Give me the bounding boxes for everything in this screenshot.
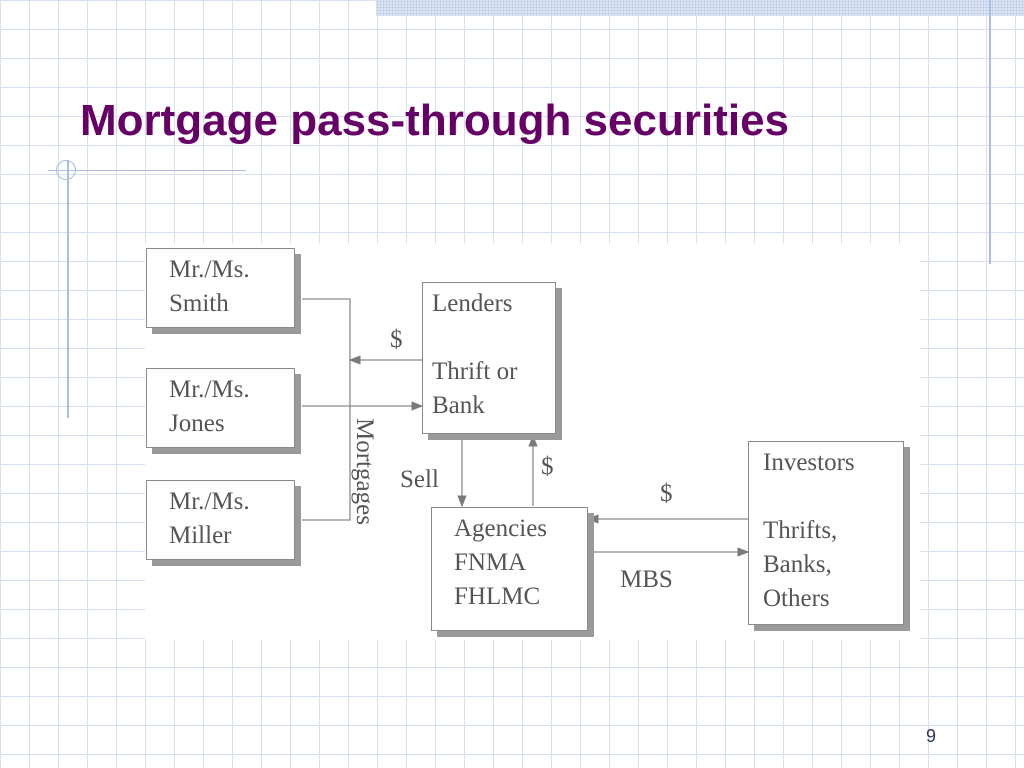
investors-thrifts: Thrifts, [763,517,838,544]
smith-name: Smith [169,290,229,317]
investors-box: Investors Thrifts, Banks, Others [748,441,904,625]
slide-title: Mortgage pass-through securities [80,96,790,145]
agencies-heading: Agencies [454,515,548,542]
mortgages-collector-line [302,298,351,521]
agencies-fhlmc: FHLMC [454,583,541,610]
lenders-type-line-1: Thrift or [432,358,518,385]
right-decorative-rule [989,0,991,264]
investors-heading: Investors [763,449,855,476]
dollar-to-lenders-label: $ [541,453,554,480]
smith-title: Mr./Ms. [169,256,250,283]
mortgages-label: Mortgages [351,418,378,525]
lenders-heading: Lenders [432,290,513,317]
sell-label: Sell [400,466,439,493]
jones-title: Mr./Ms. [169,376,250,403]
left-decorative-rule [67,160,69,418]
lenders-box: Lenders Thrift or Bank [422,282,556,434]
top-decorative-band [376,0,1024,16]
agencies-box: Agencies FNMA FHLMC [431,507,588,631]
investors-others: Others [763,585,830,612]
investors-banks: Banks, [763,551,832,578]
smith-box: Mr./Ms. Smith [146,248,295,328]
title-rule-circle [56,160,76,180]
miller-box: Mr./Ms. Miller [146,480,295,560]
dollar-to-agencies-label: $ [660,480,673,507]
dollar-to-homeowners-label: $ [390,326,403,353]
jones-box: Mr./Ms. Jones [146,368,295,448]
miller-title: Mr./Ms. [169,488,250,515]
lenders-type-line-2: Bank [432,392,485,419]
miller-name: Miller [169,522,232,549]
mbs-label: MBS [620,566,673,593]
title-underline-rule [48,170,246,171]
jones-name: Jones [169,410,225,437]
agencies-fnma: FNMA [454,549,527,576]
page-number: 9 [926,726,937,746]
